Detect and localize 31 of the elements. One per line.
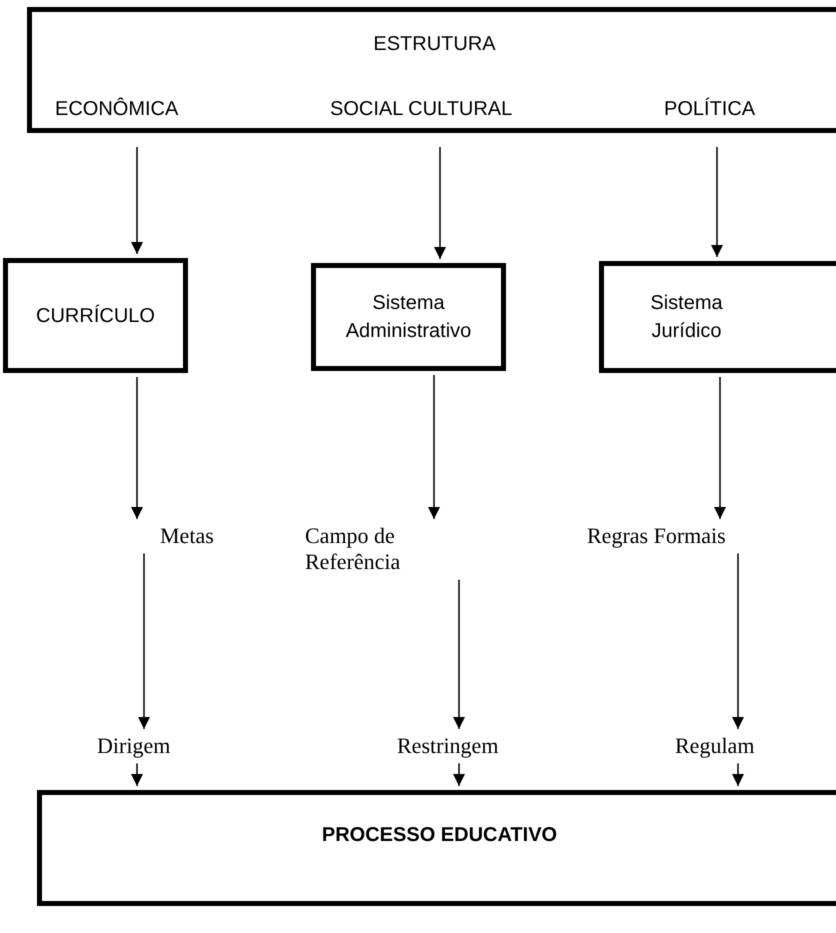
flow-text: Regras Formais [587,523,747,550]
box-label: Sistema Administrativo [344,291,472,344]
flow-text: Dirigem [97,733,170,760]
process-box [37,790,836,906]
category-label: ECONÔMICA [55,96,178,122]
arrow [131,147,143,254]
box-label: ESTRUTURA [372,32,497,57]
flow-text: Restringem [397,733,498,760]
arrow [714,377,726,519]
flow-text: Regulam [675,733,754,760]
flow-text: Campo de Referência [305,523,465,576]
arrow [434,147,446,259]
category-label: POLÍTICA [664,96,756,122]
flow-text: Metas [160,523,240,550]
arrow [138,553,150,729]
arrow [131,377,143,519]
process-box [311,263,506,371]
structure-box [27,7,836,133]
arrow [732,553,744,729]
arrow [732,763,744,786]
arrow [131,763,143,786]
arrow [453,580,465,729]
category-label: SOCIAL CULTURAL [330,96,512,122]
process-box [3,258,188,373]
arrow [711,147,723,257]
arrow [428,375,440,519]
box-label: PROCESSO EDUCATIVO [320,823,558,848]
process-box [599,261,836,373]
box-label: CURRÍCULO [35,304,156,328]
arrow [453,763,465,786]
box-label: Sistema Jurídico [649,291,724,344]
